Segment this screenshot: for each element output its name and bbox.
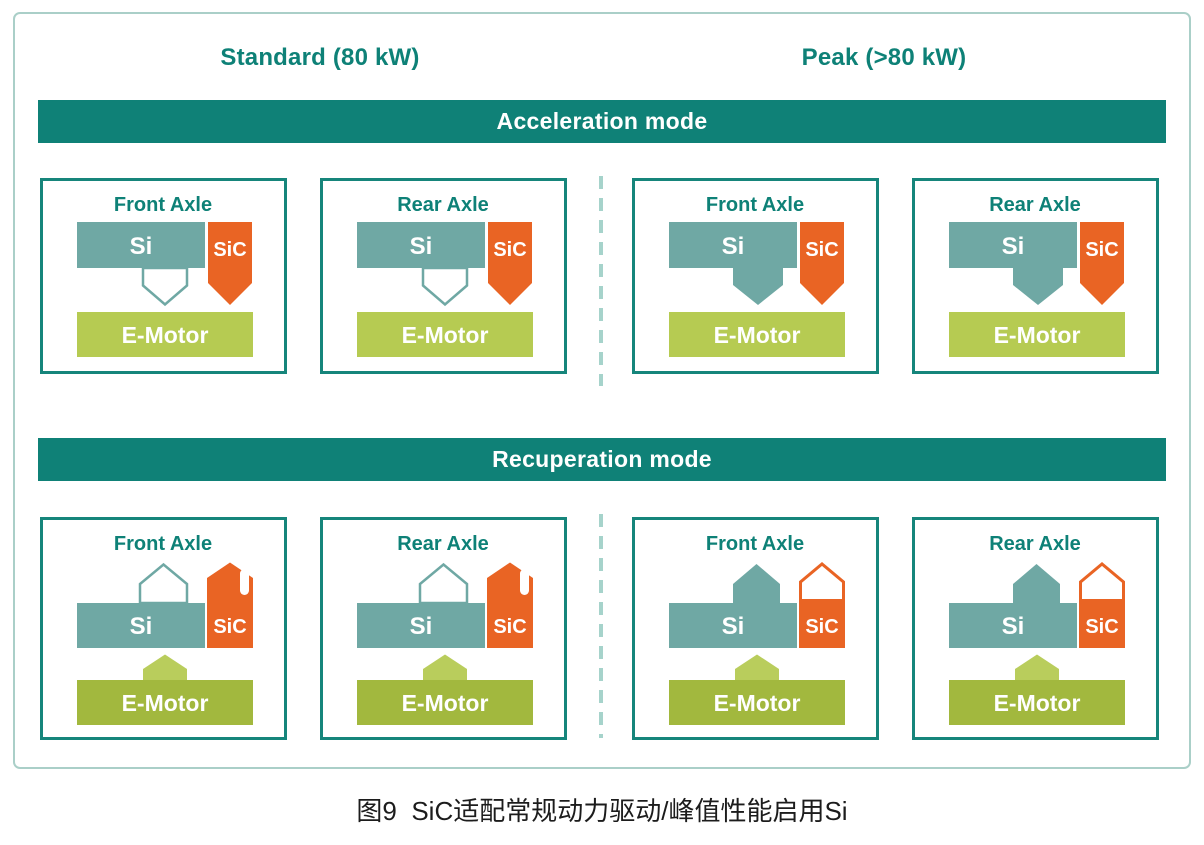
si-block xyxy=(77,222,205,268)
sic-label: SiC xyxy=(1085,239,1118,261)
sic-label: SiC xyxy=(1085,616,1118,638)
sic-label: SiC xyxy=(493,616,526,638)
motor-label: E-Motor xyxy=(994,690,1081,716)
sic-block xyxy=(799,599,845,648)
sic-label: SiC xyxy=(213,239,246,261)
axle-title: Rear Axle xyxy=(989,533,1081,555)
sic-label: SiC xyxy=(805,616,838,638)
axle-title: Rear Axle xyxy=(989,194,1081,216)
motor-label: E-Motor xyxy=(122,322,209,348)
motor-label: E-Motor xyxy=(122,690,209,716)
figure-frame xyxy=(13,12,1191,769)
motor-label: E-Motor xyxy=(714,322,801,348)
sic-flow-arrow-up-inactive xyxy=(1079,562,1125,602)
motor-flow-arrow-up xyxy=(423,654,467,681)
si-flow-arrow-down-inactive xyxy=(421,266,469,307)
axle-title: Front Axle xyxy=(706,533,804,555)
sic-label: SiC xyxy=(213,616,246,638)
si-flow-arrow-up-active xyxy=(1013,564,1060,605)
sic-flow-arrow-up-inactive xyxy=(799,562,845,602)
sic-block-arrow-down xyxy=(488,222,532,305)
axle-title: Front Axle xyxy=(114,194,212,216)
si-block xyxy=(949,222,1077,268)
motor-block xyxy=(949,312,1125,357)
si-block xyxy=(77,603,205,648)
si-block xyxy=(949,603,1077,648)
motor-block xyxy=(669,680,845,725)
sic-block-arrow-down xyxy=(208,222,252,305)
si-label: Si xyxy=(130,233,153,260)
si-label: Si xyxy=(722,233,745,260)
si-flow-arrow-down-active xyxy=(733,266,783,305)
axle-title: Front Axle xyxy=(114,533,212,555)
sic-label: SiC xyxy=(805,239,838,261)
si-label: Si xyxy=(410,233,433,260)
motor-block xyxy=(669,312,845,357)
axle-title: Rear Axle xyxy=(397,194,489,216)
banner-acceleration-mode: Acceleration mode xyxy=(38,100,1166,143)
si-flow-arrow-down-inactive xyxy=(141,266,189,307)
si-block xyxy=(669,603,797,648)
motor-flow-arrow-up xyxy=(735,654,779,681)
motor-flow-arrow-up xyxy=(143,654,187,681)
sic-block xyxy=(1079,599,1125,648)
si-label: Si xyxy=(1002,233,1025,260)
si-flow-arrow-up-active xyxy=(733,564,780,605)
si-label: Si xyxy=(722,613,745,640)
si-block xyxy=(357,603,485,648)
si-label: Si xyxy=(130,613,153,640)
sic-label: SiC xyxy=(493,239,526,261)
si-label: Si xyxy=(410,613,433,640)
si-flow-arrow-down-active xyxy=(1013,266,1063,305)
si-label: Si xyxy=(1002,613,1025,640)
motor-block xyxy=(357,312,533,357)
sic-highlight-notch xyxy=(240,569,249,595)
motor-label: E-Motor xyxy=(402,690,489,716)
motor-label: E-Motor xyxy=(714,690,801,716)
sic-block-arrow-down xyxy=(800,222,844,305)
motor-label: E-Motor xyxy=(402,322,489,348)
si-block xyxy=(357,222,485,268)
motor-block xyxy=(77,680,253,725)
axle-title: Rear Axle xyxy=(397,533,489,555)
motor-block xyxy=(949,680,1125,725)
column-header-peak: Peak (>80 kW) xyxy=(801,44,967,71)
si-block xyxy=(669,222,797,268)
motor-block xyxy=(357,680,533,725)
motor-block xyxy=(77,312,253,357)
column-divider-dashed xyxy=(599,514,603,738)
figure-caption: 图9 SiC适配常规动力驱动/峰值性能启用Si xyxy=(356,796,848,826)
motor-label: E-Motor xyxy=(994,322,1081,348)
sic-block-arrow-down xyxy=(1080,222,1124,305)
motor-flow-arrow-up xyxy=(1015,654,1059,681)
column-header-standard: Standard (80 kW) xyxy=(220,44,420,71)
axle-title: Front Axle xyxy=(706,194,804,216)
sic-highlight-notch xyxy=(520,569,529,595)
column-divider-dashed xyxy=(599,176,603,386)
banner-recuperation-mode: Recuperation mode xyxy=(38,438,1166,481)
